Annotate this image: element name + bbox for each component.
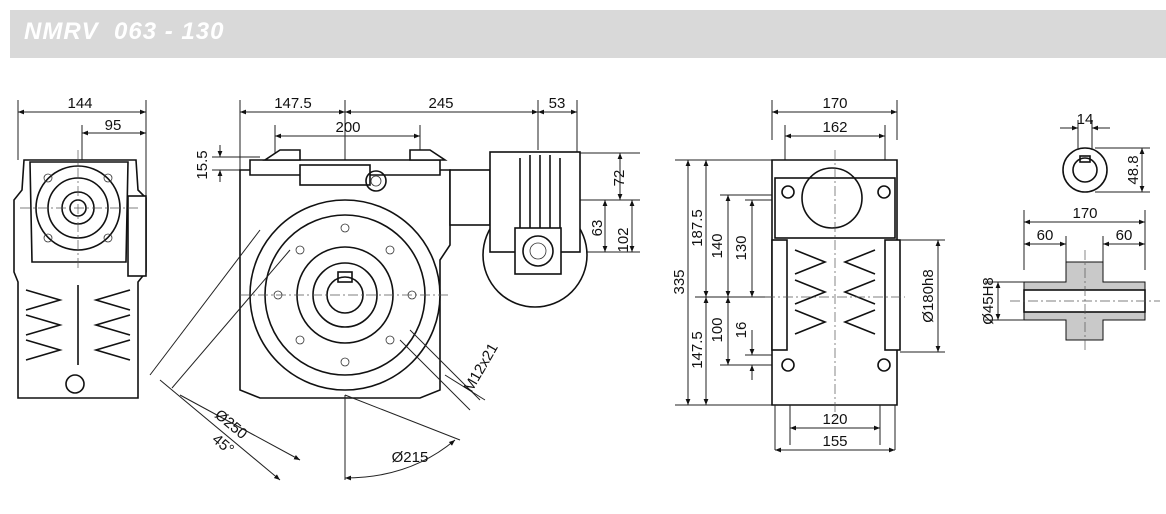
dim-end-pilot: Ø180h8 bbox=[920, 269, 937, 322]
model-title: NMRV 063 - 130 bbox=[24, 18, 225, 45]
dim-front-102: 102 bbox=[615, 227, 632, 252]
dim-shaft-height: 48.8 bbox=[1125, 155, 1142, 184]
dim-end-inner: 162 bbox=[822, 119, 847, 136]
dim-front-span: 245 bbox=[428, 95, 453, 112]
dim-end-bottom-120: 120 bbox=[822, 411, 847, 428]
dim-shaft-key: 14 bbox=[1077, 111, 1094, 128]
dim-end-upper: 187.5 bbox=[689, 209, 706, 247]
side-view: 144 95 bbox=[13, 95, 147, 399]
dim-end-width: 170 bbox=[822, 95, 847, 112]
dim-shaft-right: 60 bbox=[1116, 227, 1133, 244]
dim-front-63: 63 bbox=[589, 220, 606, 237]
dim-end-16: 16 bbox=[733, 322, 750, 339]
dim-front-bolt: 200 bbox=[335, 119, 360, 136]
dim-front-flange: 15.5 bbox=[194, 150, 211, 179]
front-view: 147.5 245 53 200 15.5 72 63 102 bbox=[149, 95, 640, 481]
dim-front-thread: M12x21 bbox=[460, 340, 501, 395]
shaft-view: 14 48.8 170 60 60 Ø45H8 bbox=[980, 111, 1160, 350]
title-bar: NMRV 063 - 130 bbox=[10, 10, 1166, 58]
dim-front-angle: Ø215 bbox=[392, 449, 429, 466]
dim-end-height: 335 bbox=[671, 269, 688, 294]
dim-shaft-left: 60 bbox=[1037, 227, 1054, 244]
dim-shaft-bore: Ø45H8 bbox=[980, 277, 997, 325]
dim-end-lower: 147.5 bbox=[689, 331, 706, 369]
end-view: 170 162 335 187.5 140 130 147.5 100 16 bbox=[671, 95, 945, 453]
dim-end-130: 130 bbox=[733, 235, 750, 260]
dim-front-72: 72 bbox=[611, 170, 628, 187]
dim-end-bottom-155: 155 bbox=[822, 433, 847, 450]
dim-shaft-length: 170 bbox=[1072, 205, 1097, 222]
dim-end-100: 100 bbox=[709, 317, 726, 342]
dim-front-motor: 53 bbox=[549, 95, 566, 112]
dim-end-140: 140 bbox=[709, 233, 726, 258]
dim-side-offset: 95 bbox=[105, 117, 122, 134]
dim-front-left: 147.5 bbox=[274, 95, 312, 112]
dim-side-width: 144 bbox=[67, 95, 92, 112]
